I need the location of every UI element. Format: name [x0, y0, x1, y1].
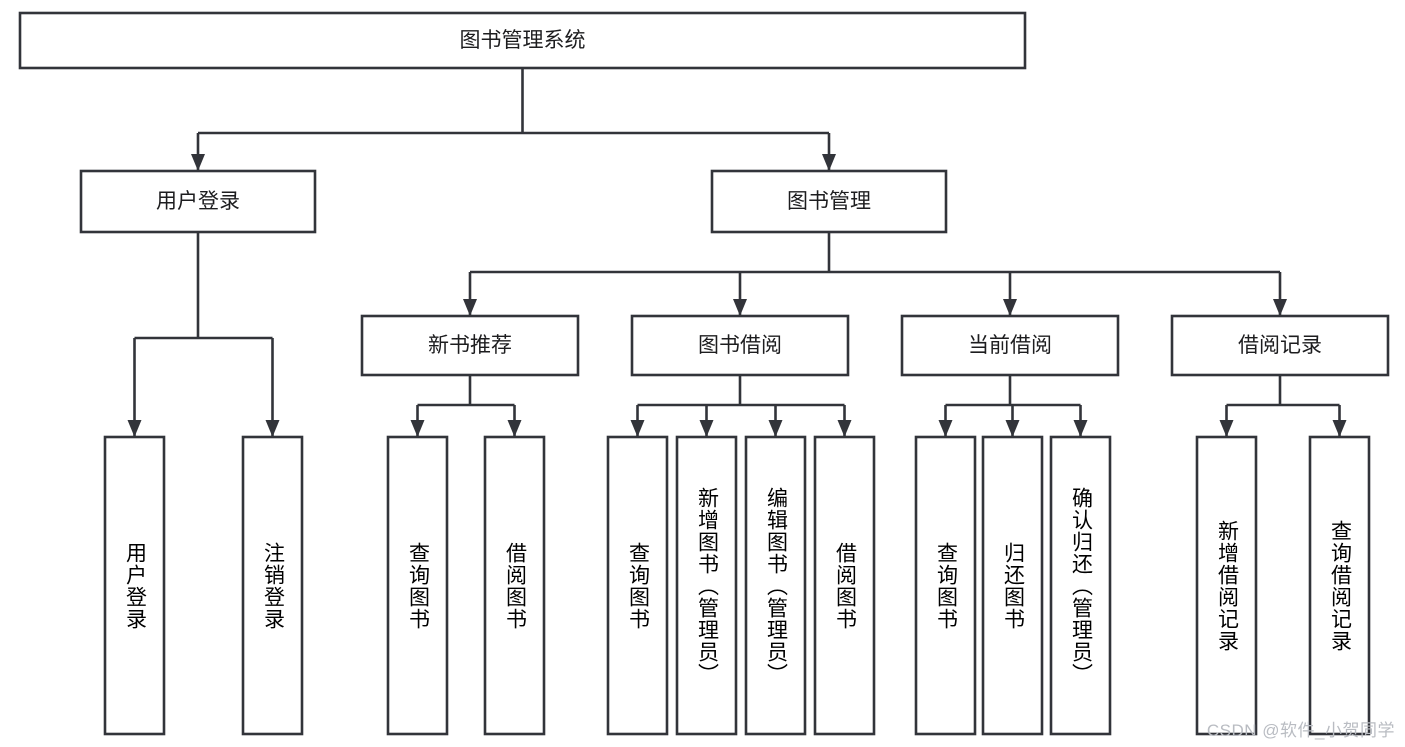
node-label-wrap: 用户登录	[123, 541, 147, 630]
node-box	[483, 435, 546, 736]
arrow-head-icon	[837, 420, 852, 437]
node-label: 当前借阅	[968, 334, 1052, 357]
connector-layer	[127, 68, 1347, 437]
node-box	[744, 435, 807, 736]
node-label: 编辑图书（管理员）	[764, 486, 788, 685]
node-label: 用户登录	[156, 190, 240, 213]
arrow-head-icon	[410, 420, 425, 437]
arrow-head-icon	[699, 420, 714, 437]
node-label-wrap: 编辑图书（管理员）	[764, 486, 788, 685]
node-box	[900, 314, 1120, 377]
node-label: 查询图书	[626, 541, 650, 630]
node-box	[914, 435, 977, 736]
arrow-head-icon	[1073, 420, 1088, 437]
node-leaf-query-book-recommend[interactable]: 查询图书	[386, 435, 449, 736]
node-box	[813, 435, 876, 736]
node-leaf-query-borrow-record[interactable]: 查询借阅记录	[1308, 435, 1371, 736]
arrow-head-icon	[265, 420, 280, 437]
node-box	[675, 435, 738, 736]
csdn-watermark: CSDN @软件_小贺同学	[1206, 721, 1395, 740]
node-label-wrap: 借阅图书	[503, 541, 527, 630]
node-leaf-confirm-return[interactable]: 确认归还（管理员）	[1049, 435, 1112, 736]
node-leaf-borrow-book[interactable]: 借阅图书	[813, 435, 876, 736]
arrow-head-icon	[127, 420, 142, 437]
node-label: 借阅图书	[503, 541, 527, 630]
node-leaf-query-book-borrow[interactable]: 查询图书	[606, 435, 669, 736]
node-current-borrow[interactable]: 当前借阅	[900, 314, 1120, 377]
node-label-wrap: 查询借阅记录	[1328, 519, 1352, 652]
node-label: 查询借阅记录	[1328, 519, 1352, 652]
node-box	[18, 11, 1027, 70]
node-label: 借阅图书	[833, 541, 857, 630]
arrow-head-icon	[733, 299, 747, 316]
arrow-head-icon	[1003, 299, 1017, 316]
arrow-head-icon	[938, 420, 953, 437]
node-layer: 图书管理系统用户登录图书管理新书推荐图书借阅当前借阅借阅记录用户登录注销登录查询…	[18, 11, 1390, 736]
node-label-wrap: 新增图书（管理员）	[695, 486, 719, 685]
node-leaf-add-book[interactable]: 新增图书（管理员）	[675, 435, 738, 736]
node-label: 归还图书	[1001, 541, 1025, 630]
node-borrow-record[interactable]: 借阅记录	[1170, 314, 1390, 377]
node-box	[241, 435, 304, 736]
node-label-wrap: 确认归还（管理员）	[1069, 486, 1093, 685]
node-book-borrow[interactable]: 图书借阅	[630, 314, 850, 377]
node-new-book-recommend[interactable]: 新书推荐	[360, 314, 580, 377]
arrow-head-icon	[768, 420, 783, 437]
node-box	[630, 314, 850, 377]
node-label: 新增图书（管理员）	[695, 486, 719, 685]
node-box	[1170, 314, 1390, 377]
arrow-head-icon	[1219, 420, 1234, 437]
arrow-head-icon	[1005, 420, 1020, 437]
node-box	[103, 435, 166, 736]
node-book-manage[interactable]: 图书管理	[710, 169, 948, 234]
node-label: 图书管理	[787, 190, 871, 213]
node-label-wrap: 查询图书	[934, 541, 958, 630]
arrow-head-icon	[191, 154, 205, 171]
node-box	[1049, 435, 1112, 736]
node-label-wrap: 借阅图书	[833, 541, 857, 630]
node-leaf-borrow-book-recommend[interactable]: 借阅图书	[483, 435, 546, 736]
node-label: 用户登录	[123, 541, 147, 630]
node-label: 查询图书	[406, 541, 430, 630]
arrow-head-icon	[507, 420, 522, 437]
node-leaf-user-login[interactable]: 用户登录	[103, 435, 166, 736]
node-leaf-edit-book[interactable]: 编辑图书（管理员）	[744, 435, 807, 736]
node-box	[981, 435, 1044, 736]
arrow-head-icon	[463, 299, 477, 316]
node-leaf-add-borrow-record[interactable]: 新增借阅记录	[1195, 435, 1258, 736]
node-label: 新增借阅记录	[1215, 519, 1239, 652]
node-label-wrap: 查询图书	[626, 541, 650, 630]
arrow-head-icon	[630, 420, 645, 437]
node-label: 确认归还（管理员）	[1069, 486, 1093, 685]
node-leaf-query-book-current[interactable]: 查询图书	[914, 435, 977, 736]
node-label-wrap: 新增借阅记录	[1215, 519, 1239, 652]
node-label: 查询图书	[934, 541, 958, 630]
node-leaf-logout[interactable]: 注销登录	[241, 435, 304, 736]
node-box	[606, 435, 669, 736]
node-root[interactable]: 图书管理系统	[18, 11, 1027, 70]
node-label: 图书管理系统	[460, 29, 586, 52]
node-label: 图书借阅	[698, 334, 782, 357]
node-leaf-return-book[interactable]: 归还图书	[981, 435, 1044, 736]
node-label-wrap: 归还图书	[1001, 541, 1025, 630]
arrow-head-icon	[1273, 299, 1287, 316]
node-box	[360, 314, 580, 377]
node-box	[1195, 435, 1258, 736]
node-box	[1308, 435, 1371, 736]
node-box	[79, 169, 317, 234]
arrow-head-icon	[1332, 420, 1347, 437]
arrow-head-icon	[822, 154, 836, 171]
node-box	[386, 435, 449, 736]
node-box	[710, 169, 948, 234]
node-label-wrap: 查询图书	[406, 541, 430, 630]
node-label: 注销登录	[261, 541, 285, 630]
node-user-login[interactable]: 用户登录	[79, 169, 317, 234]
node-label-wrap: 注销登录	[261, 541, 285, 630]
node-label: 新书推荐	[428, 334, 512, 357]
node-label: 借阅记录	[1238, 334, 1322, 357]
